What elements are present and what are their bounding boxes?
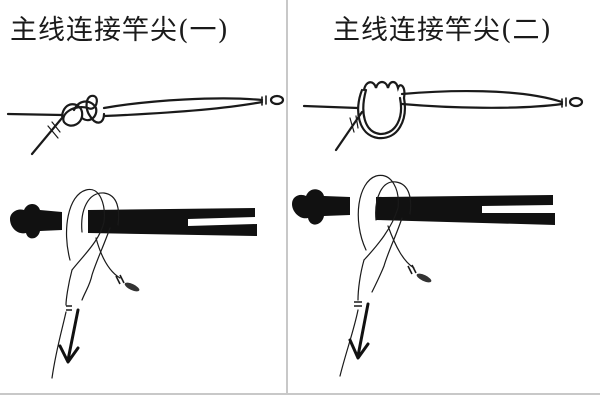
knot-coil <box>60 94 106 127</box>
panel-title: 主线连接竿尖(一) <box>10 15 230 46</box>
rod-end-cap <box>292 189 350 225</box>
line-loop-inner <box>375 181 412 221</box>
rod-diagram <box>292 174 555 377</box>
knot-loop <box>72 100 98 122</box>
line-tail <box>81 227 111 301</box>
bottom-border <box>0 393 600 395</box>
line-crossing <box>363 207 399 261</box>
line-down-2 <box>339 309 359 377</box>
panel-method-two: 主线连接竿尖(二) <box>288 0 600 394</box>
line-to-tip <box>387 225 415 269</box>
line-down-1 <box>357 259 365 301</box>
knot-wrap-loop <box>357 88 406 140</box>
line-loop-outer <box>357 174 399 251</box>
line-to-tip <box>95 237 121 279</box>
panel-divider <box>286 0 288 394</box>
tag-mark <box>47 121 61 139</box>
pull-arrow-icon <box>58 308 80 364</box>
knot-diagram <box>6 94 285 156</box>
tag-mark <box>349 115 359 133</box>
rod-tip-eye <box>568 96 584 108</box>
leader-loop-top <box>102 97 264 110</box>
wrap-marks <box>354 301 362 307</box>
leader-loop-top <box>400 89 564 104</box>
rod-body <box>88 208 257 236</box>
line-down-2 <box>51 311 67 379</box>
tip-wrap <box>115 274 125 285</box>
panel-title: 主线连接竿尖(二) <box>333 15 553 46</box>
knot-coils <box>362 80 406 100</box>
pull-arrow-icon <box>348 302 370 360</box>
panel-method-one: 主线连接竿尖(一) <box>0 0 286 394</box>
method-one-illustration <box>6 94 285 379</box>
leader-loop-bottom <box>400 102 564 109</box>
line-loop-outer <box>65 188 105 261</box>
line-loop-inner <box>81 192 120 233</box>
wrap-marks <box>66 305 72 311</box>
rod-diagram <box>10 188 257 379</box>
tip-wrap <box>407 264 417 275</box>
leader-loop-bottom <box>102 100 264 118</box>
line-tail <box>371 217 403 293</box>
knot-diagram <box>302 80 584 152</box>
main-line <box>302 104 360 110</box>
tag-line <box>30 116 64 156</box>
rod-tip-eye <box>269 94 285 106</box>
line-down-1 <box>65 269 73 306</box>
line-crossing <box>71 221 105 271</box>
method-two-illustration <box>292 80 584 377</box>
rod-tip-wrap <box>261 95 267 106</box>
knot-wrap-loop-2 <box>362 88 403 136</box>
rod-end-cap <box>10 203 62 239</box>
tag-line <box>334 110 364 152</box>
main-line <box>6 112 64 117</box>
tip-eye <box>416 273 432 283</box>
tip-eye <box>124 282 140 292</box>
rod-tip-wrap <box>561 97 567 108</box>
rod-body <box>376 195 555 225</box>
